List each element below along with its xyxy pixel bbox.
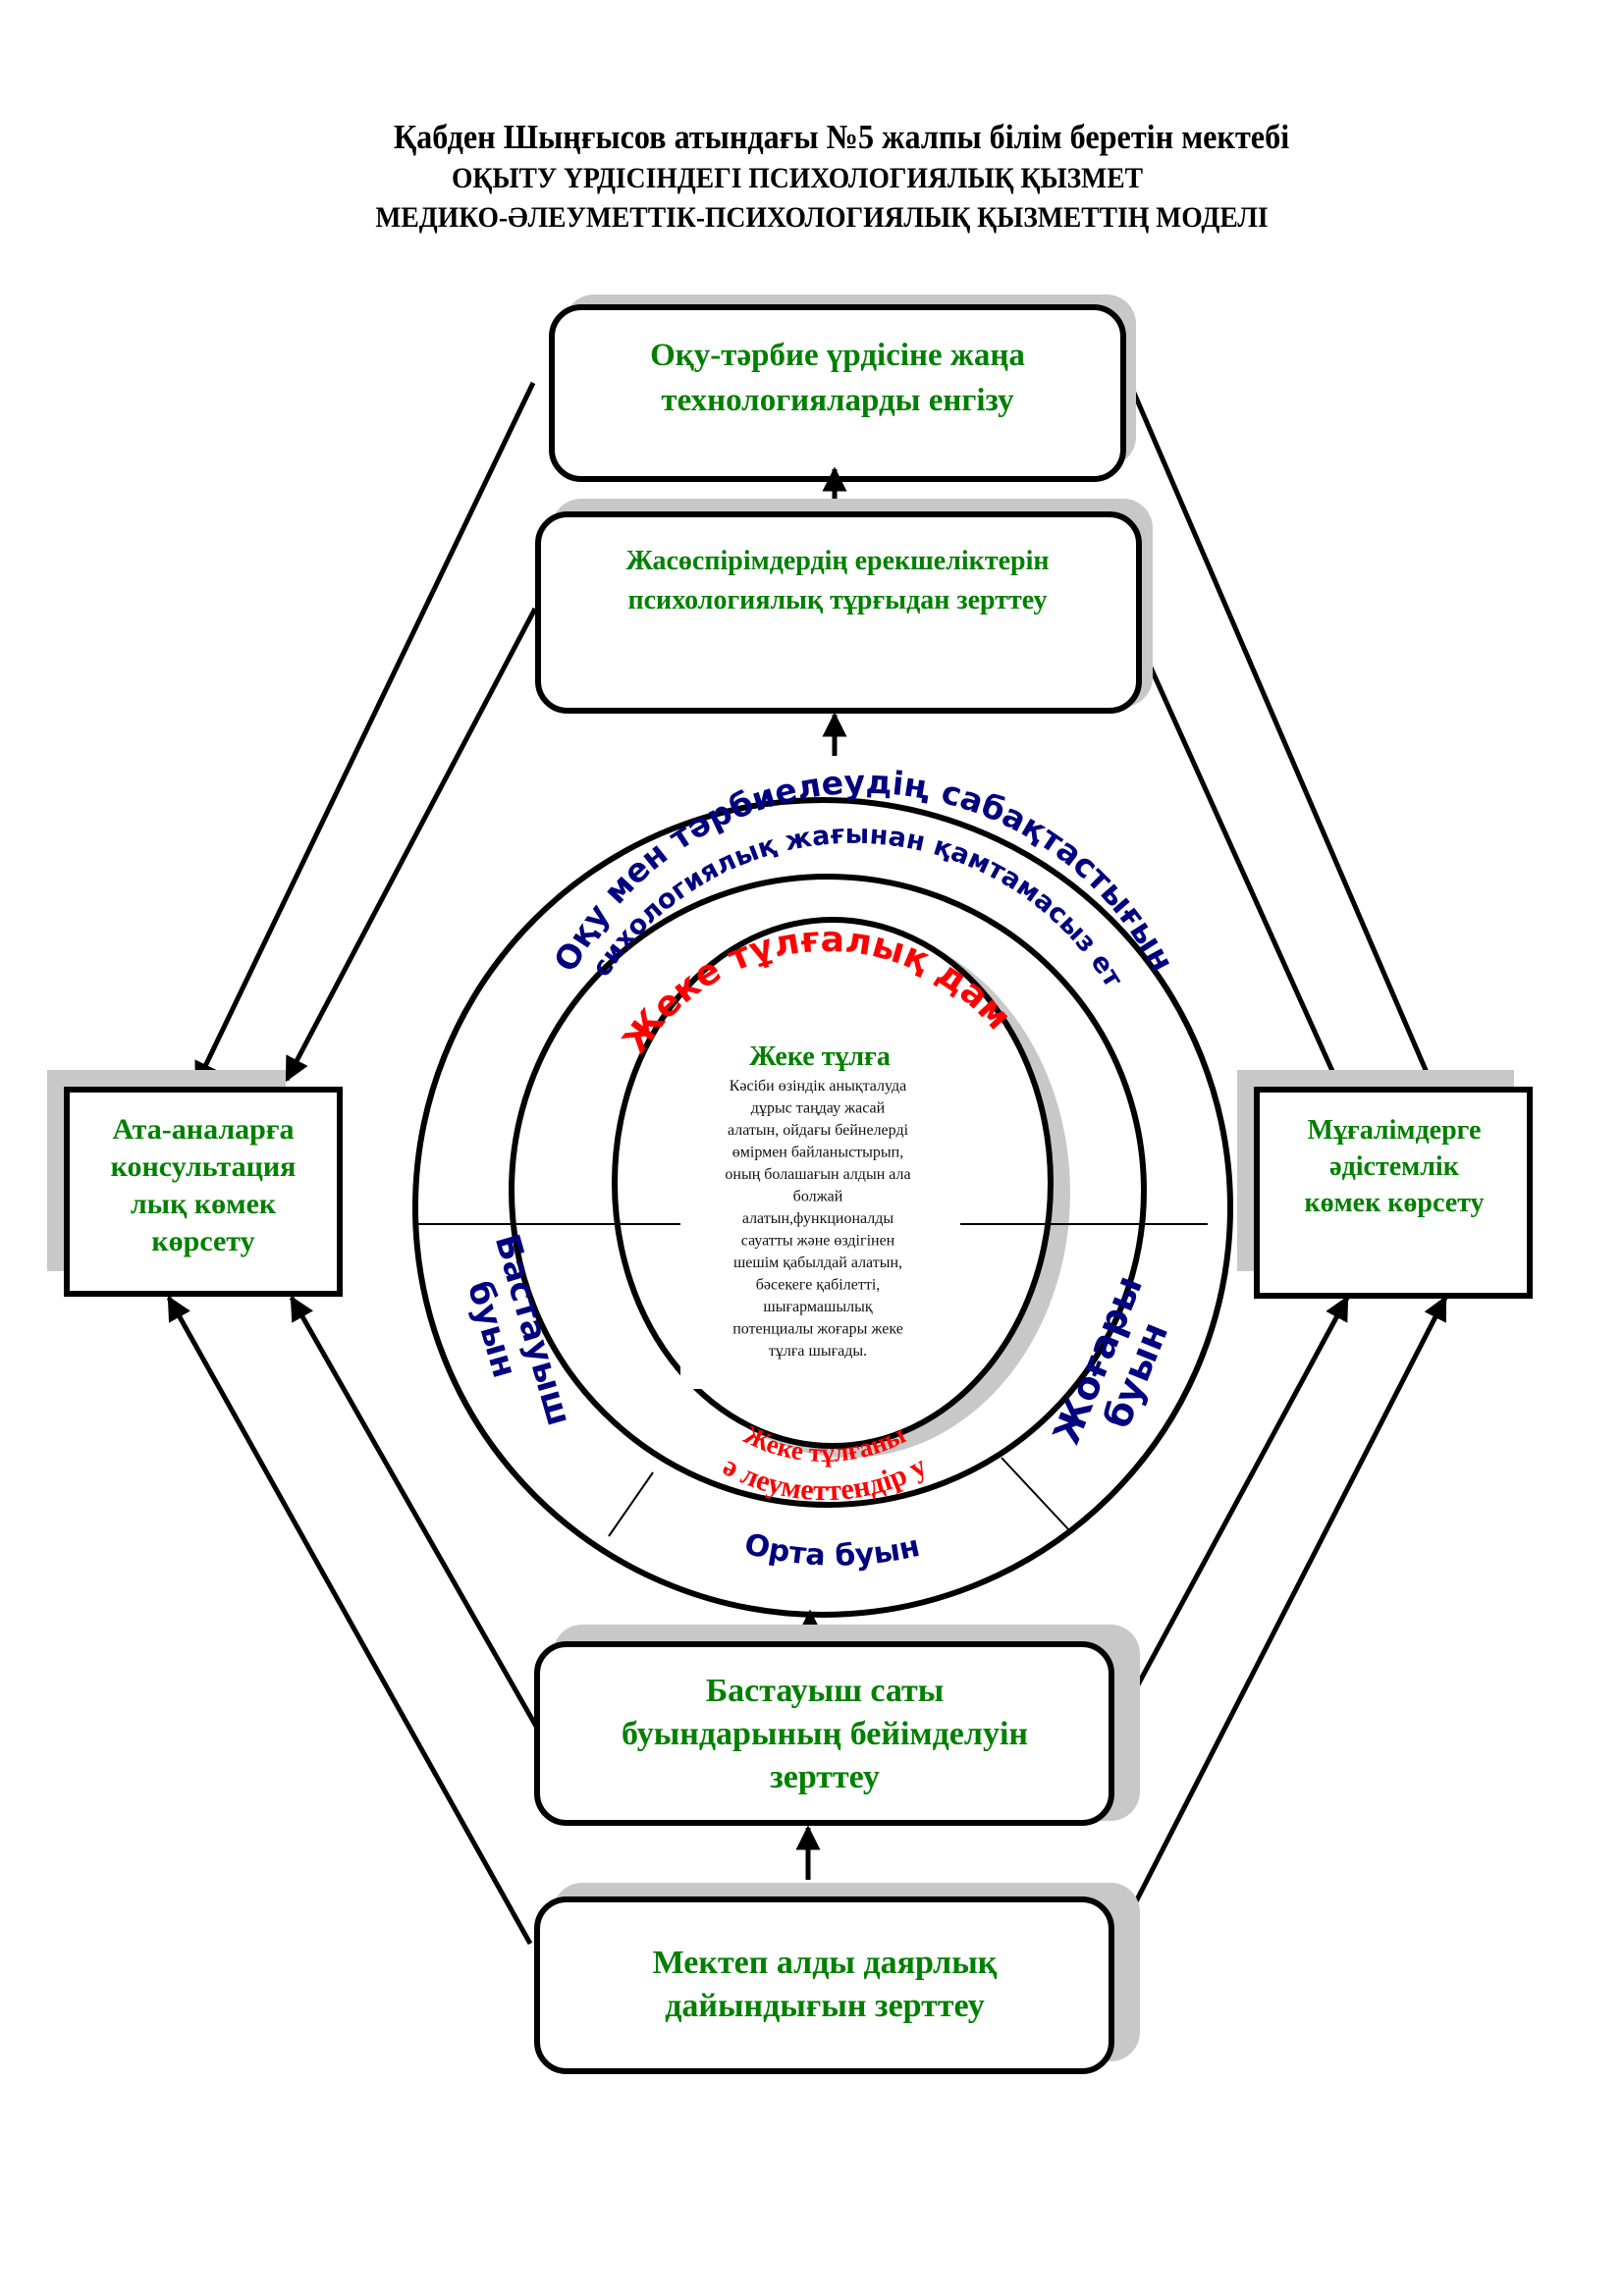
connector-bottom-to-left <box>166 1295 533 1946</box>
box-line: консультация <box>111 1150 297 1183</box>
box-new-technologies: Оқу-тәрбие үрдісіне жаңа технологияларды… <box>549 294 1136 482</box>
header: Қабден Шыңғысов атындағы №5 жалпы білім … <box>0 116 1624 238</box>
box-line: Мұғалімдерге <box>1308 1115 1482 1146</box>
box-frame <box>1254 1087 1533 1299</box>
center-personality: Жеке тұлға Кәсіби өзіндік анықталуда дұры… <box>725 1041 910 1360</box>
box-line: технологияларды енгізу <box>661 383 1014 418</box>
center-description-line: алатын,функционалды <box>742 1210 894 1227</box>
center-description-line: потенциалы жоғары жеке <box>732 1321 903 1338</box>
center-description-line: Кәсіби өзіндік анықталуда <box>730 1078 907 1095</box>
center-description-line: шығармашылық <box>763 1299 872 1315</box>
center-description-line: оның болашағын алдын ала <box>725 1166 910 1183</box>
box-primary-adaptation: Бастауыш саты буындарының бейімделуін зе… <box>534 1625 1140 1826</box>
box-line: Жасөспірімдердің ерекшеліктерін <box>626 546 1050 576</box>
box-preschool-readiness: Мектеп алды даярлық дайындығын зерттеу <box>534 1883 1140 2074</box>
box-line: буындарының бейімделуін <box>622 1716 1028 1752</box>
center-description-line: дұрыс таңдау жасай <box>751 1100 886 1117</box>
center-description-line: тұлға шығады. <box>769 1343 867 1360</box>
subtitle: ОҚЫТУ ҮРДІСІНДЕГІ ПСИХОЛОГИЯЛЫҚ ҚЫЗМЕТ <box>451 162 1144 194</box>
connector-lower-to-left <box>289 1295 541 1732</box>
center-title: Жеке тұлға <box>749 1041 891 1072</box>
box-frame <box>534 1641 1114 1826</box>
connector-lower-to-right <box>1107 1295 1350 1739</box>
box-frame <box>64 1087 343 1297</box>
box-line: Оқу-тәрбие үрдісіне жаңа <box>650 338 1025 373</box>
model-title: МЕДИКО-ӘЛЕУМЕТТІК-ПСИХОЛОГИЯЛЫҚ ҚЫЗМЕТТІ… <box>375 201 1269 234</box>
center-description-line: шешім қабылдай алатын, <box>733 1255 902 1271</box>
school-name: Қабден Шыңғысов атындағы №5 жалпы білім … <box>393 118 1290 156</box>
center-description: Кәсіби өзіндік анықталуда дұрыс таңдау жа… <box>725 1078 910 1360</box>
box-line: көрсету <box>151 1225 254 1257</box>
connector-bottom-to-right <box>1107 1295 1448 1955</box>
box-parents-consultation: Ата-аналарға консультация лық көмек көрс… <box>47 1070 343 1297</box>
box-frame <box>535 511 1142 714</box>
rings <box>412 797 1233 1618</box>
center-description-line: болжай <box>793 1189 843 1205</box>
box-line: Ата-аналарға <box>113 1113 295 1146</box>
connector-top-to-right <box>1121 369 1443 1107</box>
box-line: зерттеу <box>770 1759 880 1795</box>
connector-upper-to-left <box>284 607 538 1083</box>
box-line: әдістемлік <box>1329 1151 1460 1182</box>
box-line: көмек көрсету <box>1304 1188 1484 1218</box>
box-frame <box>534 1896 1114 2074</box>
box-line: лық көмек <box>131 1188 277 1220</box>
center-description-line: өмірмен байланыстырып, <box>732 1145 903 1161</box>
box-line: Мектеп алды даярлық <box>653 1945 998 1981</box>
connector-upper-to-right <box>1121 607 1348 1102</box>
divider-bottom-right <box>1001 1457 1071 1532</box>
connector-lines <box>166 369 1448 1955</box>
center-description-line: алатын, ойдағы бейнелерді <box>728 1122 909 1139</box>
box-teachers-methodical-help: Мұғалімдерге әдістемлік көмек көрсету <box>1237 1070 1533 1299</box>
center-description-line: бәсекеге қабілетті, <box>756 1277 881 1294</box>
connector-top-to-left <box>193 381 536 1088</box>
box-adolescents-study: Жасөспірімдердің ерекшеліктерін психолог… <box>535 499 1153 714</box>
box-line: Бастауыш саты <box>706 1673 945 1709</box>
box-line: дайындығын зерттеу <box>665 1988 985 2024</box>
outer-arc-text-2: психологиялық жағынан қамтамасыз ету <box>0 0 1128 993</box>
box-line: психологиялық тұрғыдан зерттеу <box>628 585 1048 615</box>
center-panel <box>680 1016 955 1389</box>
center-description-line: сауатты және өздігінен <box>741 1233 895 1250</box>
divider-bottom-left <box>608 1471 654 1537</box>
